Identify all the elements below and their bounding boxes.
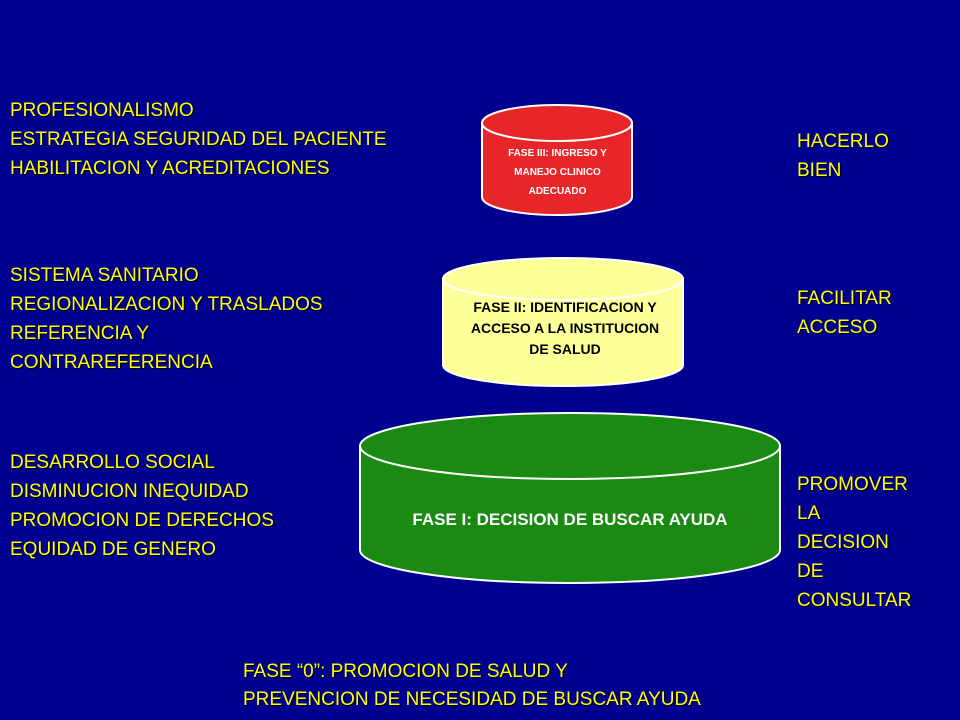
right-note-promote-decision: PROMOVER LA DECISION DE CONSULTAR: [797, 470, 911, 615]
right-note-line: LA: [797, 503, 821, 524]
phase3-label: FASE III: INGRESO Y MANEJO CLINICO ADECU…: [485, 144, 630, 201]
right-note-line: DE: [797, 561, 824, 582]
left-note-line: PROFESIONALISMO: [10, 100, 194, 121]
right-note-facilitate-access: FACILITAR ACCESO: [797, 284, 892, 342]
bottom-note-line: PREVENCION DE NECESIDAD DE BUSCAR AYUDA: [243, 689, 701, 710]
phase1-label-line: FASE I: DECISION DE BUSCAR AYUDA: [412, 510, 728, 529]
left-note-line: REGIONALIZACION Y TRASLADOS: [10, 294, 323, 315]
left-note-line: EQUIDAD DE GENERO: [10, 539, 216, 560]
right-note-line: ACCESO: [797, 317, 878, 338]
right-note-line: FACILITAR: [797, 288, 892, 309]
left-note-line: DESARROLLO SOCIAL: [10, 452, 215, 473]
bottom-note-phase-zero: FASE “0”: PROMOCION DE SALUD Y PREVENCIO…: [243, 658, 701, 714]
phase2-label-line: DE SALUD: [529, 341, 601, 357]
phase3-cylinder: [481, 104, 633, 216]
left-note-health-system: SISTEMA SANITARIO REGIONALIZACION Y TRAS…: [10, 261, 323, 377]
left-note-line: PROMOCION DE DERECHOS: [10, 510, 274, 531]
phase2-label-line: FASE II: IDENTIFICACION Y: [473, 299, 657, 315]
right-note-line: HACERLO: [797, 131, 889, 152]
left-note-line: DISMINUCION INEQUIDAD: [10, 481, 249, 502]
phase3-label-line: FASE III: INGRESO Y: [508, 148, 607, 159]
phase2-label: FASE II: IDENTIFICACION Y ACCESO A LA IN…: [445, 297, 685, 360]
left-note-line: REFERENCIA Y: [10, 323, 150, 344]
left-note-line: HABILITACION Y ACREDITACIONES: [10, 158, 330, 179]
right-note-do-it-well: HACERLO BIEN: [797, 127, 889, 185]
left-note-professionalism: PROFESIONALISMO ESTRATEGIA SEGURIDAD DEL…: [10, 96, 387, 183]
phase2-cylinder: [442, 257, 684, 387]
right-note-line: DECISION: [797, 532, 889, 553]
left-note-line: SISTEMA SANITARIO: [10, 265, 199, 286]
left-note-line: CONTRAREFERENCIA: [10, 352, 213, 373]
phase3-label-line: MANEJO CLINICO: [514, 167, 601, 178]
phase2-label-line: ACCESO A LA INSTITUCION: [470, 320, 660, 336]
phase1-cylinder: [359, 412, 781, 584]
phase1-label: FASE I: DECISION DE BUSCAR AYUDA: [360, 508, 780, 532]
left-note-social-development: DESARROLLO SOCIAL DISMINUCION INEQUIDAD …: [10, 448, 274, 564]
right-note-line: CONSULTAR: [797, 590, 912, 611]
phase3-label-line: ADECUADO: [528, 186, 587, 197]
left-note-line: ESTRATEGIA SEGURIDAD DEL PACIENTE: [10, 129, 387, 150]
bottom-note-line: FASE “0”: PROMOCION DE SALUD Y: [243, 661, 568, 682]
right-note-line: BIEN: [797, 160, 842, 181]
right-note-line: PROMOVER: [797, 474, 908, 495]
